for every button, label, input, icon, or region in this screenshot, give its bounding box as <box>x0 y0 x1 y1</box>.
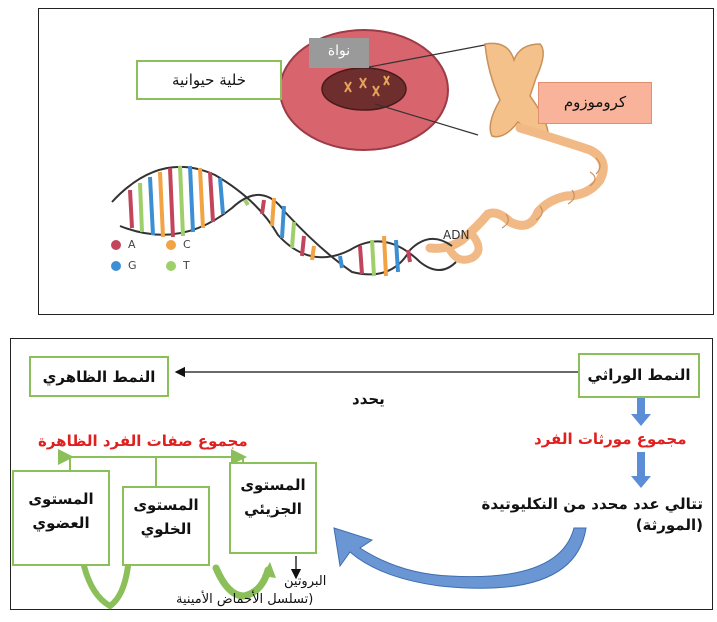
chromosome-label: كروموزوم <box>563 93 627 111</box>
dna-strand-1 <box>111 165 457 271</box>
determines-label: يحدد <box>352 390 385 408</box>
sum-traits-label: مجموع صفات الفرد الظاهرة <box>38 432 248 450</box>
zoom-line-bottom <box>374 103 479 136</box>
green-curve-cellular <box>212 564 272 600</box>
molecular-level-box: المستوى الجزيئي <box>229 462 317 554</box>
protein-label: البروتين <box>284 574 327 589</box>
legend-letter-t: T <box>183 259 190 272</box>
molecular-level-line-1: المستوى <box>240 476 306 494</box>
nucleus-label-box: نواة <box>309 38 369 68</box>
sum-genes-label: مجموع مورثات الفرد <box>534 430 687 448</box>
phenotype-label: النمط الظاهري <box>42 368 156 386</box>
zoom-line-top <box>363 43 491 69</box>
legend-dot-a <box>111 240 121 250</box>
genotype-label: النمط الوراثي <box>587 366 691 384</box>
sequence-line-2: (المورثة) <box>635 516 703 534</box>
nucleus-chromosomes <box>344 75 390 97</box>
legend-letter-a: A <box>128 238 136 251</box>
blue-curved-arrow <box>333 527 587 589</box>
amino-acid-sequence-label: (تسلسل الأحماض الأمينية <box>176 592 314 607</box>
legend-letter-g: G <box>128 259 137 272</box>
dna-base-pairs <box>128 165 412 277</box>
green-curve-organism <box>81 563 131 610</box>
phenotype-box: النمط الظاهري <box>29 356 169 397</box>
molecular-level-line-2: الجزيئي <box>244 500 302 518</box>
legend-dot-g <box>111 261 121 271</box>
chromosome-label-box: كروموزوم <box>538 82 652 124</box>
cellular-level-box: المستوى الخلوي <box>122 486 210 566</box>
blue-down-arrow-2 <box>631 452 651 488</box>
cellular-level-line-2: الخلوي <box>140 520 192 538</box>
blue-down-arrow-1 <box>631 392 651 426</box>
genotype-box: النمط الوراثي <box>578 353 700 398</box>
animal-cell-label-box: خلية حيوانية <box>136 60 282 100</box>
organism-level-line-1: المستوى <box>28 490 94 508</box>
nucleus-label: نواة <box>327 43 351 59</box>
animal-cell-label: خلية حيوانية <box>171 71 247 89</box>
dna-label: ADN <box>443 228 470 242</box>
organism-level-line-2: العضوي <box>32 514 90 532</box>
cellular-level-line-1: المستوى <box>133 496 199 514</box>
sequence-line-1: تتالي عدد محدد من النكليوتيدة <box>481 495 703 513</box>
legend-letter-c: C <box>183 238 191 251</box>
legend-dot-t <box>166 261 176 271</box>
organism-level-box: المستوى العضوي <box>12 470 110 566</box>
legend-dot-c <box>166 240 176 250</box>
